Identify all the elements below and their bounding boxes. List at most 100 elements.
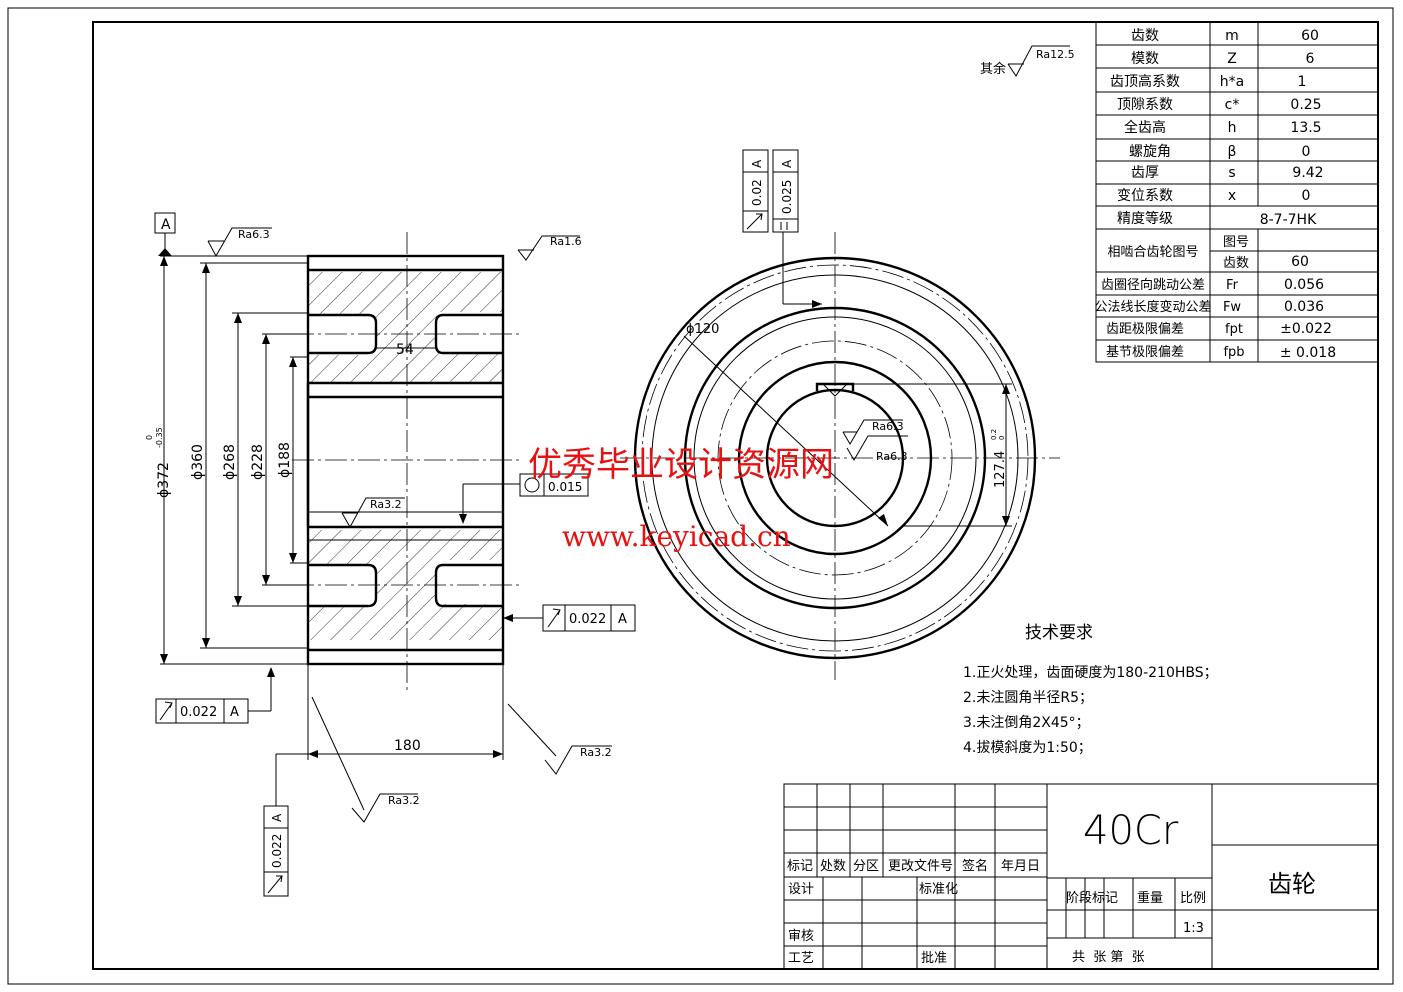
mating-teeth-value: 60 xyxy=(1291,254,1309,270)
svg-text:Ra3.2: Ra3.2 xyxy=(388,794,420,807)
svg-text:A: A xyxy=(780,159,794,168)
param-name: 齿数 xyxy=(1131,28,1159,44)
mating-drawing-no-label: 图号 xyxy=(1223,235,1249,250)
tol-val: 0.056 xyxy=(1284,277,1324,293)
param-sym: β xyxy=(1228,144,1237,160)
section-view: ϕ372 0 -0.35 ϕ360 ϕ268 ϕ228 ϕ188 54 180 … xyxy=(145,212,612,823)
svg-text:A: A xyxy=(618,612,627,627)
dim-w180: 180 xyxy=(394,738,421,754)
tol-sym: Fw xyxy=(1223,300,1241,315)
param-val: 60 xyxy=(1301,28,1319,44)
outer-frame xyxy=(7,7,1394,985)
param-name: 全齿高 xyxy=(1124,119,1166,136)
svg-text:年月日: 年月日 xyxy=(1001,859,1040,874)
param-val: 0 xyxy=(1302,188,1311,204)
dim-d360: ϕ360 xyxy=(190,444,206,480)
svg-text:www.keyicad.cn: www.keyicad.cn xyxy=(562,520,791,553)
material: 40Cr xyxy=(1083,808,1179,854)
dim-d188: ϕ188 xyxy=(277,442,293,478)
param-name: 螺旋角 xyxy=(1129,144,1171,160)
svg-text:Ra1.6: Ra1.6 xyxy=(550,235,582,248)
param-val: 6 xyxy=(1306,51,1315,67)
tol-val: ± 0.018 xyxy=(1280,345,1336,361)
svg-text:0: 0 xyxy=(998,436,1006,440)
svg-text:A: A xyxy=(270,813,284,822)
svg-text:-0.35: -0.35 xyxy=(155,427,164,448)
svg-text:A: A xyxy=(750,159,764,168)
tol-sym: fpb xyxy=(1223,345,1244,360)
inner-frame xyxy=(92,21,1379,970)
svg-text:标准化: 标准化 xyxy=(919,882,958,897)
svg-text:0.015: 0.015 xyxy=(548,480,582,494)
tol-name: 齿圈径向跳动公差 xyxy=(1101,277,1205,293)
svg-text:2.未注圆角半径R5；: 2.未注圆角半径R5； xyxy=(963,690,1093,706)
svg-text:分区: 分区 xyxy=(853,859,879,874)
dim-key: 127.4 xyxy=(993,451,1008,488)
svg-text:0.022: 0.022 xyxy=(270,834,284,868)
param-val: 1 xyxy=(1298,74,1307,90)
svg-text:Ra3.2: Ra3.2 xyxy=(580,746,612,759)
svg-text:Ra3.2: Ra3.2 xyxy=(370,498,402,511)
svg-text:重量: 重量 xyxy=(1137,890,1163,906)
svg-text:标记: 标记 xyxy=(787,859,813,874)
runout-frame-3: A 0.022 xyxy=(263,753,308,897)
param-val: 9.42 xyxy=(1292,165,1323,181)
svg-text:0.02: 0.02 xyxy=(750,179,764,206)
dim-w54: 54 xyxy=(396,342,414,358)
mating-teeth-label: 齿数 xyxy=(1223,256,1249,271)
runout-frame-5: A 0.025 xyxy=(772,149,822,308)
param-name: 模数 xyxy=(1131,51,1159,67)
watermark: 优秀毕业设计资源网 www.keyicad.cn xyxy=(528,445,834,553)
mating-label: 相啮合齿轮图号 xyxy=(1107,245,1198,260)
svg-text:设计: 设计 xyxy=(788,882,814,897)
tol-name: 公法线长度变动公差 xyxy=(1094,299,1211,315)
title-block: 标记 处数 分区 更改文件号 签名 年月日 设计 标准化 审核 工艺 批准 40… xyxy=(783,783,1379,970)
svg-text:0.022: 0.022 xyxy=(569,612,606,627)
tol-val: 0.036 xyxy=(1284,299,1324,315)
accuracy-label: 精度等级 xyxy=(1117,210,1173,227)
param-sym: Z xyxy=(1227,51,1237,67)
svg-text:共 张 第 张: 共 张 第 张 xyxy=(1072,950,1145,965)
svg-text:0.2: 0.2 xyxy=(990,429,998,440)
svg-text:Ra6.3: Ra6.3 xyxy=(876,450,908,463)
param-val: 0.25 xyxy=(1290,97,1321,113)
tol-name: 基节极限偏差 xyxy=(1106,345,1184,360)
svg-text:0: 0 xyxy=(145,435,154,440)
svg-text:技术要求: 技术要求 xyxy=(1025,623,1093,643)
runout-frame-4: A 0.02 xyxy=(742,149,769,233)
svg-text:A: A xyxy=(230,705,239,720)
part-name: 齿轮 xyxy=(1268,870,1316,898)
svg-text:优秀毕业设计资源网: 优秀毕业设计资源网 xyxy=(528,445,834,485)
tol-sym: Fr xyxy=(1226,278,1239,293)
svg-text:其余: 其余 xyxy=(980,61,1006,77)
svg-text:0.025: 0.025 xyxy=(780,180,794,214)
accuracy-value: 8-7-7HK xyxy=(1260,212,1317,228)
parameter-table: 齿数 m 60 模数 Z 6 齿顶高系数 h*a 1 顶隙系数 c* 0.25 … xyxy=(1094,21,1379,363)
param-sym: c* xyxy=(1225,97,1240,113)
runout-frame-1: 0.022 A xyxy=(503,604,636,632)
svg-text:Ra12.5: Ra12.5 xyxy=(1036,48,1075,61)
datum-a: A xyxy=(161,217,171,233)
param-name: 齿顶高系数 xyxy=(1110,73,1180,90)
svg-text:更改文件号: 更改文件号 xyxy=(888,859,953,874)
svg-text:1:3: 1:3 xyxy=(1183,921,1204,936)
tol-name: 齿距极限偏差 xyxy=(1106,322,1184,337)
runout-frame-2: 0.022 A xyxy=(155,667,275,724)
technical-requirements: 技术要求 1.正火处理，齿面硬度为180-210HBS； 2.未注圆角半径R5；… xyxy=(963,623,1218,756)
general-roughness: 其余 Ra12.5 xyxy=(980,45,1075,77)
param-name: 齿厚 xyxy=(1131,165,1159,181)
tol-sym: fpt xyxy=(1225,322,1243,337)
param-name: 变位系数 xyxy=(1117,188,1173,204)
dim-d228: ϕ228 xyxy=(250,444,266,480)
svg-text:4.拔模斜度为1:50；: 4.拔模斜度为1:50； xyxy=(963,740,1092,756)
param-val: 13.5 xyxy=(1290,120,1321,136)
svg-text:0.022: 0.022 xyxy=(180,705,217,720)
param-sym: x xyxy=(1228,188,1236,204)
svg-text:处数: 处数 xyxy=(820,859,846,874)
svg-text:Ra6.3: Ra6.3 xyxy=(238,228,270,241)
param-name: 顶隙系数 xyxy=(1117,97,1173,113)
tol-val: ±0.022 xyxy=(1280,321,1332,337)
svg-text:审核: 审核 xyxy=(788,929,814,944)
svg-text:工艺: 工艺 xyxy=(788,951,814,966)
